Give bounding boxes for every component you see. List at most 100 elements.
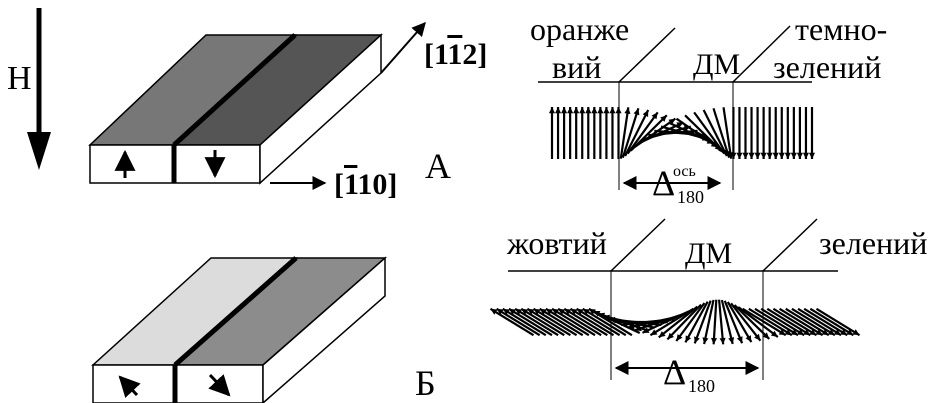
spin-arrow-head <box>766 152 773 159</box>
spin-arrow <box>563 307 608 337</box>
spin-arrow-head <box>627 323 635 330</box>
spin-arrow-head <box>624 107 631 114</box>
spin-arrow-head <box>642 110 649 118</box>
diagram-b-left-domain-label: жовтий <box>506 225 607 261</box>
spin-arrow <box>621 107 640 159</box>
spin-arrow-head <box>545 308 553 315</box>
spin-arrow-head <box>742 152 749 159</box>
spin-arrow-head <box>852 329 860 336</box>
axis-112-label: [112] <box>424 38 487 71</box>
diagram-a-left-domain-label: оранже вий <box>530 11 637 85</box>
spin-arrow-head <box>797 329 805 336</box>
spin-arrow-head <box>803 329 811 336</box>
spin-arrow <box>514 307 559 337</box>
axis-110-group: [110] <box>270 168 397 201</box>
diagram-b-width-label: Δ <box>663 352 686 392</box>
block-b-side-face <box>262 256 386 403</box>
spin-arrow <box>703 299 715 345</box>
spin-arrow <box>737 306 779 338</box>
wall-diagram-a: оранже вий ДМ темно- зелений Δ ось 180 <box>530 11 887 207</box>
spin-arrow <box>489 307 535 337</box>
diagram-a-wall-label: ДМ <box>693 48 740 81</box>
spin-arrow-head <box>736 336 743 344</box>
spin-arrow-head <box>676 334 683 341</box>
spin-arrow <box>582 307 627 337</box>
spin-arrow <box>693 111 726 155</box>
spin-arrow-head <box>784 329 792 336</box>
spin-arrow-head <box>790 152 797 159</box>
spin-arrow <box>619 107 630 159</box>
panel-b-label: Б <box>415 363 436 403</box>
spin-arrow <box>809 307 854 337</box>
spin-arrow <box>748 307 793 337</box>
diagram-a-left-boundary <box>618 27 676 83</box>
spin-arrow-head <box>778 152 785 159</box>
spin-arrow <box>712 108 731 158</box>
block-b-down-right-arrow <box>208 373 231 397</box>
diagram-b-wall-label: ДМ <box>685 237 732 270</box>
spin-arrow <box>726 301 753 343</box>
diagram-a-left-domain-line2: вий <box>552 49 601 85</box>
spin-arrow <box>722 107 733 159</box>
spin-arrow-head <box>667 332 674 340</box>
spin-arrow-head <box>710 337 718 345</box>
spin-arrow-head <box>496 308 504 315</box>
diagram-b-right-boundary <box>762 218 818 272</box>
field-arrow-head <box>27 132 51 170</box>
crystal-block-b <box>91 256 387 403</box>
spin-arrow-head <box>634 325 642 332</box>
spin-arrow-head <box>754 152 761 159</box>
spin-arrow-head <box>772 152 779 159</box>
spin-arrow-head <box>668 118 676 125</box>
spin-arrow <box>720 299 734 345</box>
spin-arrow-head <box>558 308 566 315</box>
spin-arrow-head <box>702 337 709 345</box>
spin-arrow-head <box>539 308 547 315</box>
spin-arrow <box>785 307 830 337</box>
spin-arrow-head <box>846 329 854 336</box>
spin-arrow <box>730 302 762 342</box>
spin-arrow-head <box>809 329 817 336</box>
spin-arrow-head <box>567 107 574 114</box>
spin-arrow-head <box>593 310 601 317</box>
spin-arrow-head <box>585 107 592 114</box>
spin-arrow-head <box>834 329 842 336</box>
spin-arrow <box>520 307 565 337</box>
spin-arrow-head <box>651 112 658 120</box>
axis-112-group: [112] <box>380 21 487 74</box>
spin-arrow <box>642 310 690 334</box>
spin-arrow <box>508 307 553 337</box>
panel-a-label: А <box>425 146 451 186</box>
spin-arrow-head <box>603 314 610 321</box>
spin-arrow-head <box>582 308 590 315</box>
spin-arrow <box>624 109 650 157</box>
spin-arrow-head <box>784 152 791 159</box>
spin-arrow-head <box>721 148 727 156</box>
field-h-group: H <box>7 8 51 170</box>
spin-arrow-head <box>548 107 556 114</box>
spin-arrow <box>675 117 719 149</box>
spin-arrow-head <box>762 332 770 339</box>
spin-arrow <box>539 307 584 337</box>
spin-arrow-head <box>603 107 610 114</box>
spin-arrow <box>742 307 787 337</box>
spin-arrow-head <box>533 308 541 315</box>
spin-arrow-head <box>561 107 568 114</box>
spin-arrow-head <box>745 335 752 343</box>
wall-diagram-b: жовтий ДМ зелений Δ 180 <box>489 218 927 396</box>
spin-arrow <box>569 307 615 337</box>
block-b-domain-wall <box>173 256 298 367</box>
spin-arrow <box>803 307 848 337</box>
spin-arrow <box>551 307 596 337</box>
spin-arrow <box>717 299 725 345</box>
spin-arrow-head <box>728 337 735 344</box>
spin-arrow-head <box>754 333 761 341</box>
spin-arrow <box>649 307 694 337</box>
spin-arrow-head <box>642 327 650 333</box>
spin-arrow-head <box>579 107 586 114</box>
spin-arrow-head <box>564 308 572 315</box>
spin-arrow <box>723 300 744 344</box>
spin-arrow <box>791 307 836 337</box>
spin-arrow <box>576 307 621 337</box>
block-b-up-left-arrow <box>118 375 141 398</box>
